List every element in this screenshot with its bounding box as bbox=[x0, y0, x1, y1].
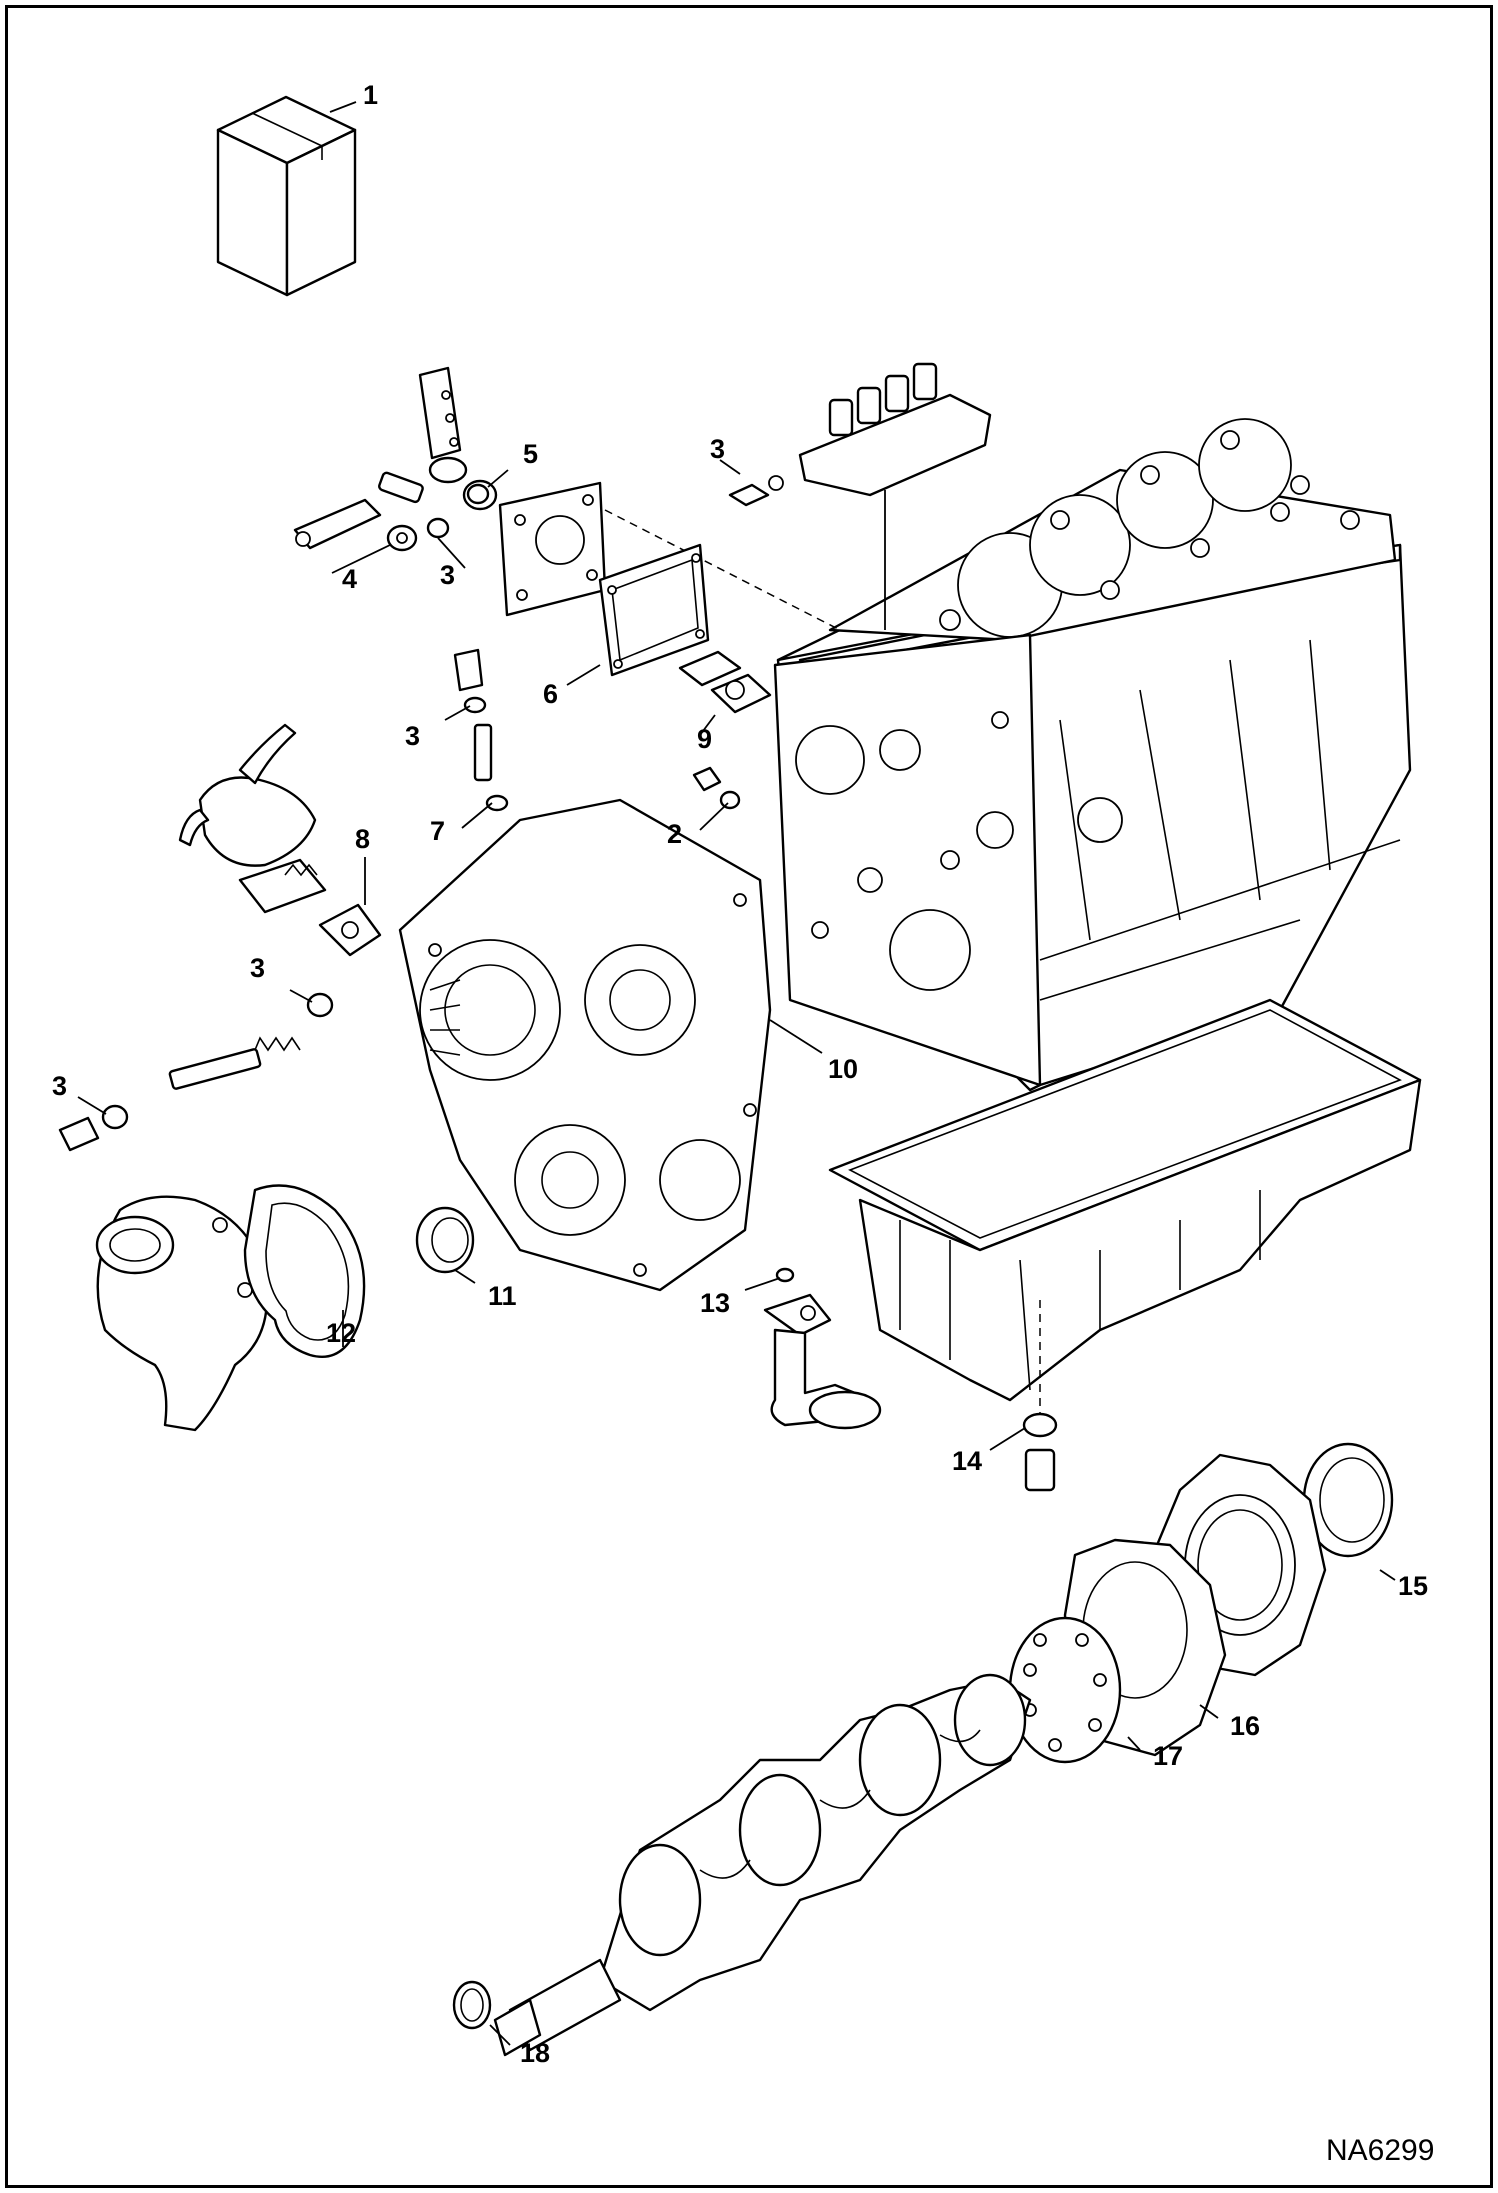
callout-3-relief: 3 bbox=[250, 953, 265, 983]
oil-seal-11 bbox=[415, 1206, 475, 1274]
fuel-pump bbox=[178, 723, 327, 914]
injection-pump bbox=[798, 362, 992, 630]
o-ring-13 bbox=[775, 1267, 795, 1283]
gasket-kit-box bbox=[216, 95, 357, 297]
callout-7: 7 bbox=[430, 816, 445, 846]
relief-valve-left bbox=[58, 992, 334, 1152]
callout-labels: 1 2 3 3 3 3 3 4 5 6 7 8 9 10 11 12 13 14… bbox=[52, 80, 1428, 2068]
callout-8: 8 bbox=[355, 824, 370, 854]
callout-4: 4 bbox=[342, 564, 357, 594]
gear-case-cover bbox=[398, 798, 772, 1292]
fitting-top-right bbox=[719, 459, 784, 507]
bolt-ring-plate bbox=[1008, 1616, 1122, 1764]
callout-2: 2 bbox=[667, 819, 682, 849]
o-ring-18 bbox=[452, 1980, 492, 2030]
o-ring-5 bbox=[466, 483, 490, 505]
callout-3-injector: 3 bbox=[405, 721, 420, 751]
callout-14: 14 bbox=[952, 1446, 982, 1476]
injector-vertical bbox=[453, 648, 509, 812]
lever-assembly-4 bbox=[293, 471, 450, 552]
drain-plug-14 bbox=[1022, 1412, 1058, 1492]
gasket-8 bbox=[318, 903, 382, 957]
oil-strainer-13 bbox=[763, 1293, 882, 1430]
callout-9: 9 bbox=[697, 724, 712, 754]
callout-3-lever: 3 bbox=[440, 560, 455, 590]
crankshaft bbox=[493, 1673, 1032, 2057]
callout-18: 18 bbox=[520, 2038, 550, 2068]
water-pump bbox=[95, 1195, 269, 1432]
callout-16: 16 bbox=[1230, 1711, 1260, 1741]
callout-10: 10 bbox=[828, 1054, 858, 1084]
plug-2 bbox=[692, 766, 741, 810]
callout-13: 13 bbox=[700, 1288, 730, 1318]
callout-17: 17 bbox=[1153, 1741, 1183, 1771]
water-pump-gasket-12 bbox=[243, 1184, 366, 1358]
drawing-code: NA6299 bbox=[1326, 2134, 1434, 2167]
governor-cover bbox=[498, 481, 841, 631]
oil-pan bbox=[828, 998, 1422, 1430]
callout-3-plug: 3 bbox=[52, 1071, 67, 1101]
callout-15: 15 bbox=[1398, 1571, 1428, 1601]
leader-lines bbox=[77, 101, 1396, 2046]
engine-block bbox=[773, 418, 1412, 1092]
callout-5: 5 bbox=[523, 439, 538, 469]
callout-6: 6 bbox=[543, 679, 558, 709]
callout-11: 11 bbox=[488, 1281, 517, 1311]
side-cover-9 bbox=[678, 650, 772, 714]
gasket-6 bbox=[598, 543, 710, 677]
callout-1: 1 bbox=[363, 80, 378, 110]
callout-3-pump: 3 bbox=[710, 434, 725, 464]
callout-12: 12 bbox=[326, 1318, 356, 1348]
